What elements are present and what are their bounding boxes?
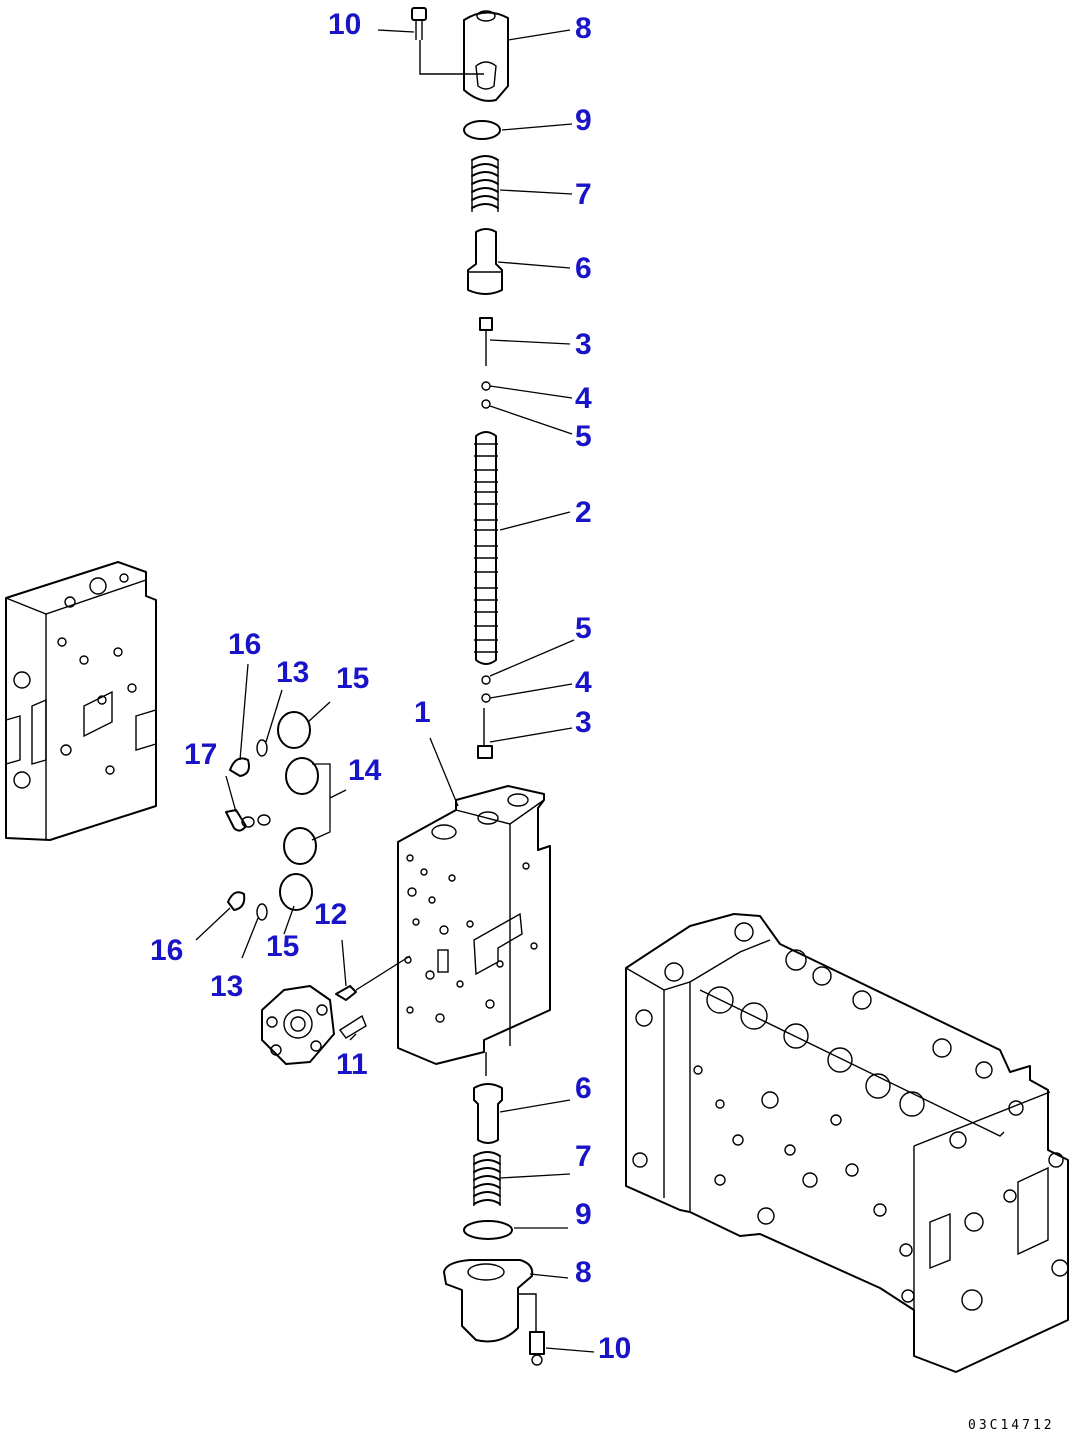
figure-code: 03C14712 <box>968 1418 1055 1433</box>
callout-top-4: 4 <box>575 382 592 415</box>
callout-13-lower: 13 <box>210 970 243 1003</box>
callout-11: 11 <box>336 1048 368 1081</box>
end-cover-11[interactable] <box>261 985 335 1065</box>
oring-13-lower[interactable] <box>256 903 268 921</box>
callout-12: 12 <box>314 898 347 931</box>
bottom-oring-9[interactable] <box>463 1220 513 1240</box>
plugs-17[interactable] <box>225 809 271 832</box>
callout-top-9: 9 <box>575 104 592 137</box>
context-valve-block-left <box>5 561 157 841</box>
callout-17: 17 <box>184 738 217 771</box>
oring-13-upper[interactable] <box>256 739 268 757</box>
bottom-retainer-6[interactable] <box>473 1083 503 1144</box>
callout-13-upper: 13 <box>276 656 309 689</box>
context-main-valve-right <box>625 913 1069 1373</box>
bottom-spring-7[interactable] <box>473 1151 501 1206</box>
callout-mid-5: 5 <box>575 612 592 645</box>
callout-15-upper: 15 <box>336 662 369 695</box>
callout-mid-4: 4 <box>575 666 592 699</box>
callout-labels: 10 8 9 7 6 3 4 5 2 5 4 3 1 16 13 15 17 1… <box>150 8 631 1365</box>
leader-lines <box>195 29 595 1353</box>
callout-bottom-10: 10 <box>598 1332 631 1365</box>
top-spring-7[interactable] <box>471 155 499 212</box>
plug-16-lower[interactable] <box>227 891 246 911</box>
callout-top-10: 10 <box>328 8 361 41</box>
callout-bottom-6: 6 <box>575 1072 592 1105</box>
callout-bottom-9: 9 <box>575 1198 592 1231</box>
spool-2[interactable] <box>474 431 498 665</box>
top-bolt-10[interactable] <box>411 7 484 75</box>
top-retainer-6[interactable] <box>467 228 503 295</box>
oring-15-lower[interactable] <box>279 873 313 911</box>
seal-12[interactable] <box>335 985 367 1039</box>
mid-bolt-3[interactable] <box>477 708 493 759</box>
callout-body-1: 1 <box>414 696 431 729</box>
callout-spool-2: 2 <box>575 496 592 529</box>
top-washers-4-5[interactable] <box>481 381 491 409</box>
plug-16-upper[interactable] <box>229 757 250 777</box>
callout-16-lower: 16 <box>150 934 183 967</box>
callout-mid-3: 3 <box>575 706 592 739</box>
callout-top-5: 5 <box>575 420 592 453</box>
bottom-bolt-10[interactable] <box>518 1293 545 1366</box>
callout-top-3: 3 <box>575 328 592 361</box>
mid-washers-4-5[interactable] <box>481 675 491 703</box>
top-cap-8[interactable] <box>463 10 509 102</box>
top-oring-9[interactable] <box>463 120 501 140</box>
callout-16-upper: 16 <box>228 628 261 661</box>
callout-top-7: 7 <box>575 178 592 211</box>
callout-top-6: 6 <box>575 252 592 285</box>
callout-bottom-7: 7 <box>575 1140 592 1173</box>
valve-body-1[interactable] <box>397 785 551 1076</box>
bottom-cap-8[interactable] <box>443 1259 534 1343</box>
plate-14[interactable] <box>283 757 319 865</box>
callout-14: 14 <box>348 754 382 787</box>
callout-top-8: 8 <box>575 12 592 45</box>
callout-bottom-8: 8 <box>575 1256 592 1289</box>
callout-15-lower: 15 <box>266 930 299 963</box>
top-bolt-3[interactable] <box>479 317 493 366</box>
oring-15-upper[interactable] <box>277 711 311 749</box>
